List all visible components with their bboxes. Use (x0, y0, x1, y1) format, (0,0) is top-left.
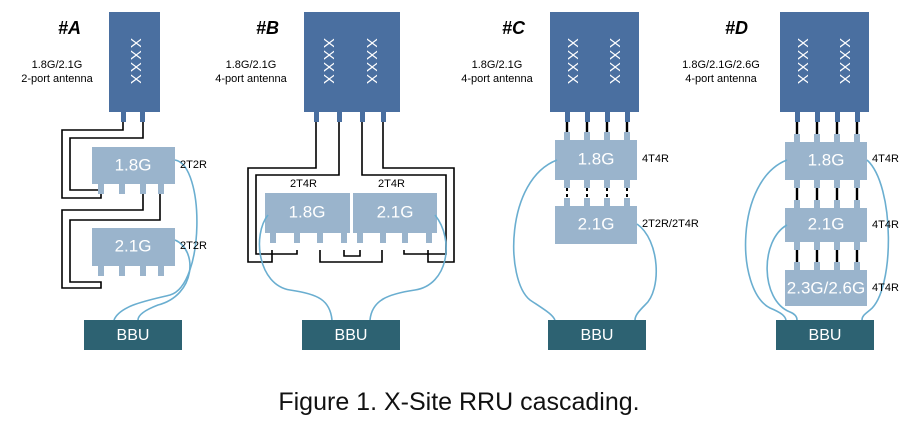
site-b-antenna-ports (314, 112, 386, 122)
site-a-rf-cables (61, 122, 161, 289)
site-a-rru-1 (92, 147, 175, 184)
site-b: XXXX XXXX 1.8G 2.1G (247, 12, 455, 350)
site-a-rru-1-label: 1.8G (115, 155, 152, 174)
site-d-fibers (744, 159, 890, 321)
site-b-rf-cables (247, 122, 455, 263)
site-d-bbu (776, 320, 874, 350)
site-d-antenna-ports (795, 112, 860, 122)
site-d-antenna (780, 12, 869, 112)
site-c-rru-1-mode: 4T4R (642, 153, 669, 165)
site-d-rru-3-label: 2.3G/2.6G (787, 278, 865, 297)
site-d-rf-cables (795, 122, 859, 262)
site-b-bbu-label: BBU (335, 327, 368, 344)
site-c-antenna-band: 1.8G/2.1G 4-port antenna (442, 58, 552, 86)
site-a-rru-2-label: 2.1G (115, 236, 152, 255)
site-c-bbu (548, 320, 646, 350)
site-a-rru-2 (92, 228, 175, 266)
site-b-rru-2-label: 2.1G (377, 202, 414, 221)
site-c-title: #C (502, 18, 526, 38)
site-a-rru-2-ports (98, 266, 164, 276)
site-d-rru-2 (785, 208, 867, 242)
site-a-antenna-port (140, 112, 145, 122)
site-d-rru-3-mode: 4T4R (872, 282, 899, 294)
site-a-band: 1.8G/2.1G (31, 59, 83, 71)
site-c-fibers (512, 159, 658, 321)
site-c-antenna-element: XXXX (564, 38, 581, 86)
site-b-antenna-element: XXXX (363, 38, 380, 86)
site-c-rru-2 (555, 206, 637, 244)
site-c-rru-1-label: 1.8G (578, 149, 615, 168)
site-a-bbu-label: BBU (117, 327, 150, 344)
site-b-rru-1-ports (270, 233, 347, 243)
site-c-rru-1 (555, 140, 637, 180)
site-a-antenna (109, 12, 160, 112)
site-d-antenna-band: 1.8G/2.1G/2.6G 4-port antenna (666, 58, 776, 86)
site-c-rru-1-top-ports (564, 132, 630, 140)
site-b-rru-2-ports (357, 233, 432, 243)
site-c-rru-2-top-ports (564, 198, 630, 206)
site-a-bbu (84, 320, 182, 350)
site-a-rru-1-mode: 2T2R (180, 159, 207, 171)
site-b-rru-1 (265, 193, 350, 233)
site-a-antenna-port (121, 112, 126, 122)
site-d-antenna-element: XXXX (836, 38, 853, 86)
site-d-antenna-type: 4-port antenna (685, 73, 757, 85)
site-b-antenna-type: 4-port antenna (215, 73, 287, 85)
site-b-rru-2 (353, 193, 437, 233)
site-c-rru-2-label: 2.1G (578, 214, 615, 233)
site-b-bbu (302, 320, 400, 350)
figure-caption: Figure 1. X-Site RRU cascading. (278, 388, 640, 416)
site-b-rru-2-mode: 2T4R (378, 178, 405, 190)
site-c-rru-2-mode: 2T2R/2T4R (642, 218, 699, 230)
site-a-antenna-type: 2-port antenna (21, 73, 93, 85)
site-d-rru-ports (794, 134, 860, 270)
site-d-title: #D (725, 18, 749, 38)
site-d: XXXX XXXX 1.8G 2.1G (744, 12, 890, 350)
site-c-antenna (550, 12, 639, 112)
site-b-rru-1-label: 1.8G (289, 202, 326, 221)
site-c-cascade-links (566, 188, 628, 198)
site-c-antenna-type: 4-port antenna (461, 73, 533, 85)
site-c-band: 1.8G/2.1G (471, 59, 523, 71)
site-a-title: #A (58, 18, 82, 38)
site-a-antenna-band: 1.8G/2.1G 2-port antenna (2, 58, 112, 86)
site-d-rru-2-mode: 4T4R (872, 219, 899, 231)
site-d-band: 1.8G/2.1G/2.6G (682, 59, 760, 71)
site-b-fibers (258, 214, 447, 321)
site-d-bbu-label: BBU (809, 327, 842, 344)
site-c-bbu-label: BBU (581, 327, 614, 344)
site-a-antenna-element: XXXX (127, 38, 144, 86)
site-b-antenna-element: XXXX (320, 38, 337, 86)
site-d-rru-1-mode: 4T4R (872, 153, 899, 165)
site-d-rru-1-label: 1.8G (808, 150, 845, 169)
site-d-antenna-element: XXXX (794, 38, 811, 86)
site-c-rf-cables (565, 122, 629, 132)
site-b-antenna (304, 12, 400, 112)
site-a: XXXX 1.8G 2.1G BBU (61, 12, 198, 350)
site-d-rru-3 (785, 270, 867, 306)
site-c-rru-1-bottom-ports (564, 180, 630, 188)
site-b-antenna-band: 1.8G/2.1G 4-port antenna (196, 58, 306, 86)
site-a-rru-1-ports (98, 184, 164, 194)
site-d-rru-1 (785, 142, 867, 180)
site-c-antenna-element: XXXX (606, 38, 623, 86)
site-a-fibers (113, 159, 198, 321)
site-b-rru-1-mode: 2T4R (290, 178, 317, 190)
site-d-rru-2-label: 2.1G (808, 214, 845, 233)
site-c-antenna-ports (565, 112, 630, 122)
site-b-band: 1.8G/2.1G (225, 59, 277, 71)
site-c: XXXX XXXX 1.8G 2.1G (512, 12, 658, 350)
site-b-title: #B (256, 18, 280, 38)
site-a-rru-2-mode: 2T2R (180, 240, 207, 252)
